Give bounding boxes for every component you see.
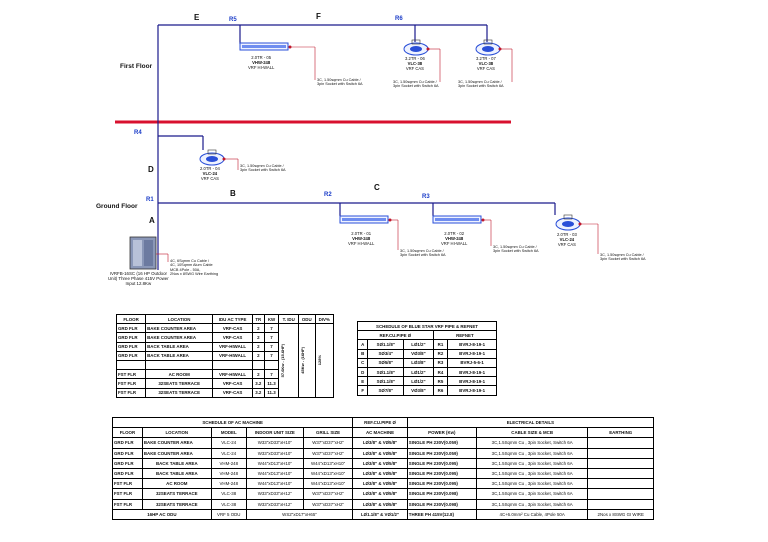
first-floor-label: First Floor: [120, 63, 153, 70]
refnet-label-r2: R2: [324, 192, 332, 198]
cable-note-06: 3C, 1.50sqmm Cu Cable /3pin Socket with …: [393, 80, 439, 89]
refnet-label-r4: R4: [134, 130, 142, 136]
idu-load-table: FLOOR LOCATION IDU AC TYPE TR KW T. IDU …: [115, 313, 335, 398]
t1-header-odu: ODU: [298, 313, 316, 325]
t3-header-ac-machine: AC MACHINE: [352, 427, 408, 439]
t3-header-indoor-size: INDOOR UNIT SIZE: [245, 427, 304, 439]
t1-header-location: LOCATION: [145, 313, 214, 325]
refnet-label-r5: R5: [229, 17, 237, 23]
segment-label-a: A: [149, 216, 155, 225]
t2-header-pipe: REF.CU.PIPE Ø: [357, 330, 434, 341]
t1-header-kw: KW: [263, 313, 280, 325]
refnet-label-r6: R6: [395, 16, 403, 22]
ac-machine-schedule-table: SCHEDULE OF AC MACHINE REF.CU.PIPE Ø ELE…: [111, 416, 655, 520]
t3-title-ac-machine: SCHEDULE OF AC MACHINE: [111, 416, 354, 429]
hiwall-unit-05: [239, 42, 289, 51]
t1-header-floor: FLOOR: [115, 313, 147, 325]
t3-header-cable: CABLE SIZE & MCB: [475, 427, 589, 439]
odu-cell: 45Kw - (16HP): [298, 323, 316, 398]
t3-header-location: LOCATION: [141, 427, 212, 439]
cassette-unit-07: [475, 39, 501, 56]
t3-title-electrical: ELECTRICAL DETAILS: [406, 416, 655, 429]
t2-header-refnet: REFNET: [432, 330, 498, 341]
refnet-table-title: SCHEDULE OF BLUE STAR VRF PIPE & REFNET: [357, 320, 497, 332]
ground-floor-label: Ground Floor: [96, 203, 138, 210]
t1-header-tr: TR: [251, 313, 265, 325]
cable-note-04: 3C, 1.50sqmm Cu Cable /3pin Socket with …: [240, 164, 286, 173]
div-cell: 128%: [314, 323, 335, 398]
segment-label-b: B: [230, 189, 236, 198]
segment-label-d: D: [148, 165, 154, 174]
cable-note-07: 3C, 1.50sqmm Cu Cable /3pin Socket with …: [458, 80, 504, 89]
cable-note-03: 3C, 1.50sqmm Cu Cable /3pin Socket with …: [600, 253, 646, 262]
outdoor-unit: [129, 236, 157, 270]
electrical-leaders: [156, 46, 599, 262]
cable-note-02: 3C, 1.50sqmm Cu Cable /3pin Socket with …: [493, 245, 539, 254]
refrigerant-pipes: [157, 24, 556, 270]
t1-header-idu-type: IDU AC TYPE: [212, 313, 253, 325]
refnet-label-r3: R3: [422, 194, 430, 200]
hiwall-unit-02: [432, 215, 482, 224]
t3-header-floor: FLOOR: [112, 427, 143, 439]
t1-header-t-idu: T. IDU: [278, 313, 299, 325]
t3-title-pipe: REF.CU.PIPE Ø: [352, 416, 408, 429]
connection-dots: [222, 45, 582, 226]
cable-note-05: 3C, 1.50sqmm Cu Cable /3pin Socket with …: [317, 78, 363, 87]
hiwall-unit-01: [339, 215, 389, 224]
cassette-unit-06: [403, 39, 429, 56]
cable-note-01: 3C, 1.50sqmm Cu Cable /3pin Socket with …: [400, 249, 446, 258]
cassette-unit-03: [555, 214, 581, 231]
t3-header-power: POWER (Kw): [406, 427, 477, 439]
t3-header-earthing: EARTHING: [587, 427, 654, 439]
t1-header-div: DIV%: [314, 313, 335, 325]
segment-label-e: E: [194, 13, 200, 22]
cassette-unit-04: [199, 149, 225, 166]
t3-header-model: MODEL: [210, 427, 247, 439]
segment-label-c: C: [374, 183, 380, 192]
segment-label-f: F: [316, 12, 321, 21]
t3-header-grill-size: GRILL SIZE: [302, 427, 354, 439]
refnet-schedule-table: SCHEDULE OF BLUE STAR VRF PIPE & REFNET …: [356, 320, 498, 396]
t-idu-cell: 57.6Kw - (15.6HP): [278, 323, 299, 398]
odu-cable-note: 4C, 6Sqmm Cu Cable /4C, 10Sqmm Alum Cabl…: [170, 259, 219, 277]
refnet-label-r1: R1: [146, 197, 154, 203]
table-row-odu: 16HP AC ODU VRF 5 ODU WS2"xD17"xH65" LØ1…: [112, 508, 654, 520]
